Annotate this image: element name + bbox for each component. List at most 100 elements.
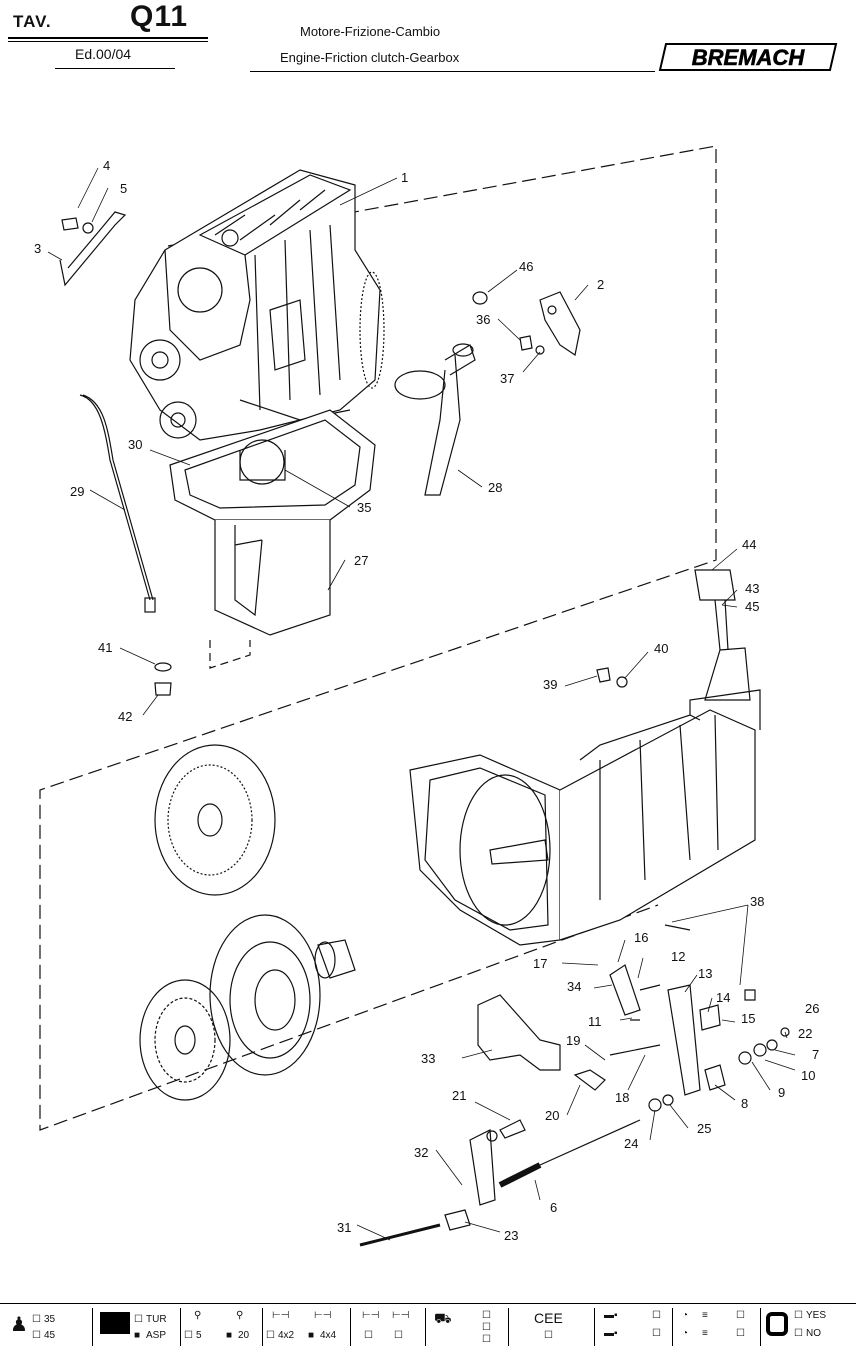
- callout-37: 37: [500, 371, 514, 386]
- callout-24: 24: [624, 1136, 638, 1151]
- axle-icon: ⊢⊣: [272, 1310, 290, 1321]
- engine-icon: [100, 1312, 130, 1334]
- axle-icon: ⊢⊣: [392, 1310, 410, 1321]
- drive-cell: ⊢⊣ ⊢⊣ 4x2 ■ 4x4: [266, 1306, 350, 1348]
- release-fork: [477, 994, 561, 1071]
- callout-2: 2: [597, 277, 604, 292]
- callout-3: 3: [34, 241, 41, 256]
- gear-icon: ⚲: [236, 1310, 244, 1321]
- callout-36: 36: [476, 312, 490, 327]
- plug-outline: [209, 640, 251, 669]
- callout-33: 33: [421, 1051, 435, 1066]
- callout-44: 44: [742, 537, 756, 552]
- transmission-cell: ⛟: [430, 1306, 502, 1348]
- callout-7: 7: [812, 1047, 819, 1062]
- mount-bracket: [539, 291, 581, 356]
- checkbox-opt-a[interactable]: [736, 1310, 745, 1321]
- gears-20-cell: ⚲ ■ 20: [226, 1310, 250, 1341]
- callout-46: 46: [519, 259, 533, 274]
- axle-icon: ⊢⊣: [362, 1310, 380, 1321]
- checkbox-35[interactable]: [32, 1314, 41, 1325]
- title-italian: Motore-Frizione-Cambio: [300, 24, 441, 39]
- checkbox-trans-b[interactable]: [482, 1322, 491, 1333]
- callout-28: 28: [488, 480, 502, 495]
- checkbox-axle-b[interactable]: [394, 1330, 403, 1341]
- axle-config-cell: ⊢⊣ ⊢⊣: [354, 1306, 420, 1348]
- callout-11: 11: [588, 1014, 602, 1029]
- callout-34: 34: [567, 979, 581, 994]
- callout-10: 10: [801, 1068, 815, 1083]
- clutch-cover-top: [154, 744, 276, 896]
- engine-outline: [39, 145, 717, 1131]
- o-ring: [472, 291, 488, 305]
- driver-icon: ♟: [10, 1314, 28, 1336]
- callout-23: 23: [504, 1228, 518, 1243]
- clutch-disc: [139, 979, 231, 1101]
- callout-29: 29: [70, 484, 84, 499]
- checkbox-no[interactable]: [794, 1328, 803, 1339]
- ring-icon: [766, 1312, 788, 1336]
- cee-cell: CEE: [512, 1306, 592, 1348]
- checkbox-trans-c[interactable]: [482, 1334, 491, 1345]
- bremach-logo: BREMACH: [658, 43, 838, 71]
- brand-text: BREMACH: [692, 45, 806, 70]
- callout-25: 25: [697, 1121, 711, 1136]
- engine-block: [129, 169, 385, 441]
- checkbox-tur[interactable]: [134, 1314, 143, 1325]
- vehicle-type-cell: ▬▪ ▬▪: [598, 1306, 668, 1348]
- oil-pan: [169, 409, 376, 636]
- gear-knob: [694, 569, 736, 601]
- callout-12: 12: [671, 949, 685, 964]
- footer-spec-bar: ♟ 35 45 TUR ■ ASP ⚲ 5 ⚲ ■ 20 ⊢⊣ ⊢⊣ 4x2 ■…: [0, 1303, 856, 1351]
- title-english: Engine-Friction clutch-Gearbox: [280, 50, 460, 65]
- checkbox-cee[interactable]: [544, 1330, 553, 1341]
- options-cell: ◔ ◔ ≡ ≡: [676, 1306, 756, 1348]
- callout-39: 39: [543, 677, 557, 692]
- checkbox-4x2[interactable]: [266, 1330, 275, 1341]
- dipstick: [79, 394, 151, 601]
- checkbox-45[interactable]: [32, 1330, 41, 1341]
- callout-17: 17: [533, 956, 547, 971]
- callout-26: 26: [805, 1001, 819, 1016]
- gears-5-cell: ⚲ 5: [184, 1306, 224, 1348]
- callout-1: 1: [401, 170, 408, 185]
- callout-6: 6: [550, 1200, 557, 1215]
- lines-icon: ≡: [702, 1310, 708, 1321]
- tav-label: TAV.: [13, 12, 52, 31]
- tav-number: Q11: [130, 0, 189, 33]
- callout-9: 9: [778, 1085, 785, 1100]
- checkbox-vehicle-b[interactable]: [652, 1328, 661, 1339]
- gauge-icon: ◔: [682, 1328, 689, 1339]
- yes-no-cell: YES NO: [764, 1306, 854, 1348]
- checkbox-opt-b[interactable]: [736, 1328, 745, 1339]
- callout-13: 13: [698, 966, 712, 981]
- callout-18: 18: [615, 1090, 629, 1105]
- clutch-cable: [359, 1223, 441, 1247]
- checkbox-trans-a[interactable]: [482, 1310, 491, 1321]
- truck-icon: ▬▪: [604, 1310, 618, 1321]
- edition: Ed.00/04: [75, 46, 132, 62]
- header: TAV. Q11 Ed.00/04 Motore-Frizione-Cambio…: [0, 0, 856, 80]
- callout-22: 22: [798, 1026, 812, 1041]
- checkbox-yes[interactable]: [794, 1310, 803, 1321]
- axle-icon: ⊢⊣: [314, 1310, 332, 1321]
- callout-8: 8: [741, 1096, 748, 1111]
- callout-27: 27: [354, 553, 368, 568]
- callout-19: 19: [566, 1033, 580, 1048]
- callout-21: 21: [452, 1088, 466, 1103]
- callout-4: 4: [103, 158, 110, 173]
- checkbox-5[interactable]: [184, 1330, 193, 1341]
- clutch-lever: [667, 984, 701, 1096]
- callout-43: 43: [745, 581, 759, 596]
- pedal-lever: [469, 1129, 496, 1206]
- callout-32: 32: [414, 1145, 428, 1160]
- checkbox-vehicle-a[interactable]: [652, 1310, 661, 1321]
- wheelbase-cell: ♟ 35 45: [10, 1306, 90, 1348]
- callout-42: 42: [118, 709, 132, 724]
- callout-16: 16: [634, 930, 648, 945]
- callout-41: 41: [98, 640, 112, 655]
- oil-pickup-pipe: [394, 343, 476, 496]
- checkbox-axle-a[interactable]: [364, 1330, 373, 1341]
- bracket: [59, 211, 127, 287]
- callout-20: 20: [545, 1108, 559, 1123]
